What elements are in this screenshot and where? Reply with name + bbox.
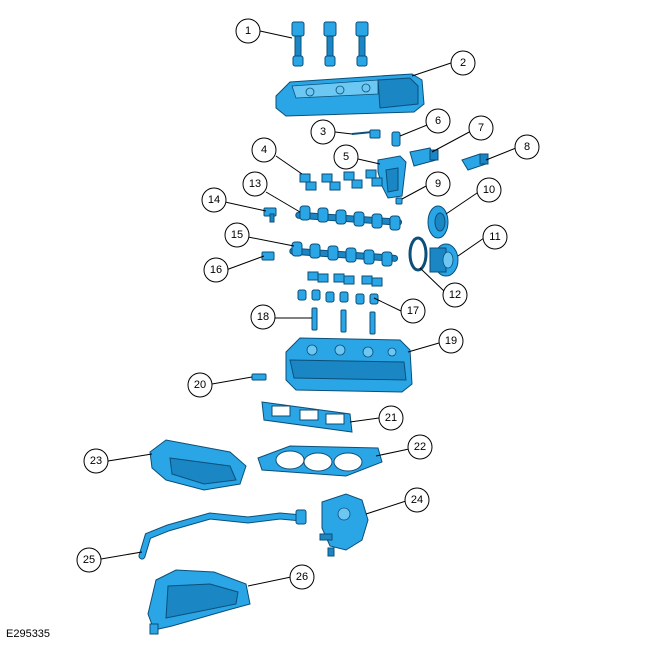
svg-text:13: 13 bbox=[249, 178, 261, 190]
camshaft-sensor bbox=[461, 153, 489, 171]
svg-text:7: 7 bbox=[478, 122, 484, 134]
svg-text:24: 24 bbox=[411, 494, 423, 506]
callout-13: 13 bbox=[242, 171, 268, 197]
exhaust-manifold bbox=[147, 569, 251, 635]
svg-text:20: 20 bbox=[194, 379, 206, 391]
callout-24: 24 bbox=[404, 487, 430, 513]
camshaft-caps bbox=[299, 169, 383, 191]
callout-7: 7 bbox=[468, 115, 494, 141]
callout-10: 10 bbox=[476, 177, 502, 203]
callout-6: 6 bbox=[425, 108, 451, 134]
svg-text:1: 1 bbox=[245, 25, 251, 37]
svg-text:5: 5 bbox=[343, 151, 349, 163]
callout-14: 14 bbox=[201, 187, 227, 213]
callout-22: 22 bbox=[407, 434, 433, 460]
rocker-arms bbox=[307, 271, 383, 287]
cylinder-head bbox=[285, 337, 413, 393]
exhaust-gasket bbox=[261, 401, 353, 433]
callout-11: 11 bbox=[482, 224, 508, 250]
svg-text:23: 23 bbox=[90, 455, 102, 467]
svg-text:8: 8 bbox=[524, 141, 530, 153]
callouts: 1 2 3 4 5 6 7 8 9 10 11 12 13 14 15 16 1… bbox=[76, 18, 540, 590]
callout-23: 23 bbox=[83, 448, 109, 474]
leader-lines bbox=[100, 30, 517, 587]
small-sensor bbox=[391, 131, 401, 147]
callout-15: 15 bbox=[224, 222, 250, 248]
callout-26: 26 bbox=[289, 564, 315, 590]
callout-21: 21 bbox=[378, 405, 404, 431]
svg-text:25: 25 bbox=[83, 554, 95, 566]
sensor-harness bbox=[351, 129, 381, 139]
small-plug bbox=[395, 197, 403, 205]
callout-5: 5 bbox=[333, 144, 359, 170]
temperature-sensor bbox=[251, 373, 267, 381]
callout-4: 4 bbox=[251, 137, 277, 163]
svg-text:22: 22 bbox=[414, 441, 426, 453]
ignition-coils bbox=[291, 21, 369, 67]
svg-text:11: 11 bbox=[489, 231, 500, 243]
valve-cover bbox=[275, 73, 425, 117]
svg-text:2: 2 bbox=[460, 57, 466, 69]
vct-unit-lower bbox=[429, 243, 459, 277]
svg-text:15: 15 bbox=[231, 229, 243, 241]
coolant-tube bbox=[138, 509, 307, 560]
camshaft-upper bbox=[295, 205, 403, 231]
head-gasket bbox=[257, 445, 383, 477]
spark-plugs bbox=[311, 307, 376, 335]
svg-text:9: 9 bbox=[435, 178, 441, 190]
callout-3: 3 bbox=[310, 119, 336, 145]
svg-text:3: 3 bbox=[320, 126, 326, 138]
callout-17: 17 bbox=[400, 298, 426, 324]
callout-2: 2 bbox=[450, 50, 476, 76]
front-housing bbox=[377, 155, 407, 199]
vct-unit-upper bbox=[427, 205, 449, 239]
callout-12: 12 bbox=[442, 282, 468, 308]
svg-text:21: 21 bbox=[385, 412, 397, 424]
callout-20: 20 bbox=[187, 372, 213, 398]
svg-text:4: 4 bbox=[261, 144, 267, 156]
fitting-14 bbox=[263, 207, 277, 223]
callout-16: 16 bbox=[203, 257, 229, 283]
svg-text:10: 10 bbox=[483, 184, 495, 196]
callout-18: 18 bbox=[250, 304, 276, 330]
callout-8: 8 bbox=[514, 134, 540, 160]
fitting-16 bbox=[261, 251, 275, 261]
svg-text:26: 26 bbox=[296, 571, 308, 583]
svg-text:16: 16 bbox=[210, 264, 222, 276]
lash-adjusters bbox=[297, 289, 379, 305]
svg-text:19: 19 bbox=[445, 335, 457, 347]
camshaft-lower bbox=[289, 241, 399, 267]
callout-25: 25 bbox=[76, 547, 102, 573]
thermostat-housing bbox=[319, 493, 369, 557]
heat-shield bbox=[149, 439, 247, 491]
svg-text:17: 17 bbox=[407, 305, 419, 317]
vct-solenoid bbox=[409, 147, 439, 167]
svg-text:6: 6 bbox=[435, 115, 441, 127]
seal-ring bbox=[408, 236, 428, 272]
svg-text:12: 12 bbox=[449, 289, 461, 301]
figure-id-label: E295335 bbox=[6, 628, 51, 640]
callout-19: 19 bbox=[438, 328, 464, 354]
svg-text:14: 14 bbox=[208, 194, 220, 206]
callout-9: 9 bbox=[425, 171, 451, 197]
svg-text:18: 18 bbox=[257, 311, 269, 323]
callout-1: 1 bbox=[235, 18, 261, 44]
